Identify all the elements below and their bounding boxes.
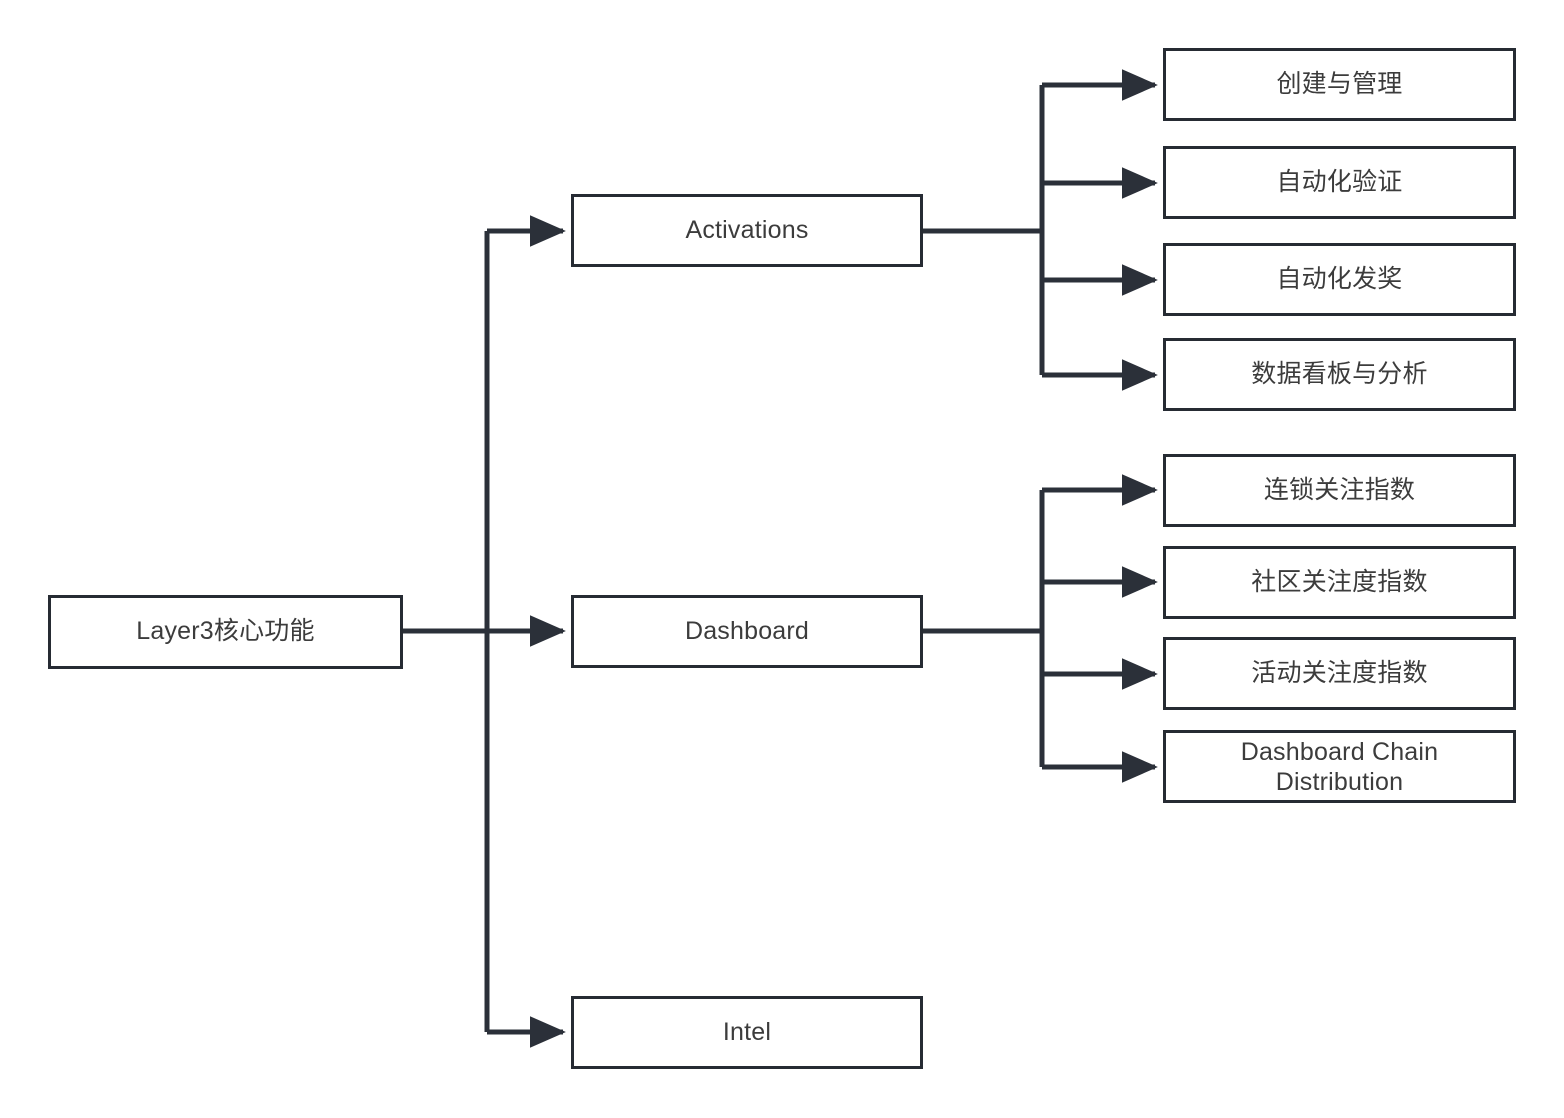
node-activations-child-automated-verification[interactable]: 自动化验证	[1163, 146, 1516, 219]
node-dashboard-child-activity-attention-index[interactable]: 活动关注度指数	[1163, 637, 1516, 710]
node-dashboard-child-dashboard-chain-distribution[interactable]: Dashboard Chain Distribution	[1163, 730, 1516, 803]
node-activations-child-data-dashboard-analytics[interactable]: 数据看板与分析	[1163, 338, 1516, 411]
node-dashboard-child-community-attention-index[interactable]: 社区关注度指数	[1163, 546, 1516, 619]
node-activations-child-create-and-manage[interactable]: 创建与管理	[1163, 48, 1516, 121]
node-dashboard-child-chain-attention-index[interactable]: 连锁关注指数	[1163, 454, 1516, 527]
node-activations[interactable]: Activations	[571, 194, 923, 267]
node-dashboard[interactable]: Dashboard	[571, 595, 923, 668]
node-activations-child-automated-rewards[interactable]: 自动化发奖	[1163, 243, 1516, 316]
node-root-layer3-core-functions[interactable]: Layer3核心功能	[48, 595, 403, 669]
node-intel[interactable]: Intel	[571, 996, 923, 1069]
